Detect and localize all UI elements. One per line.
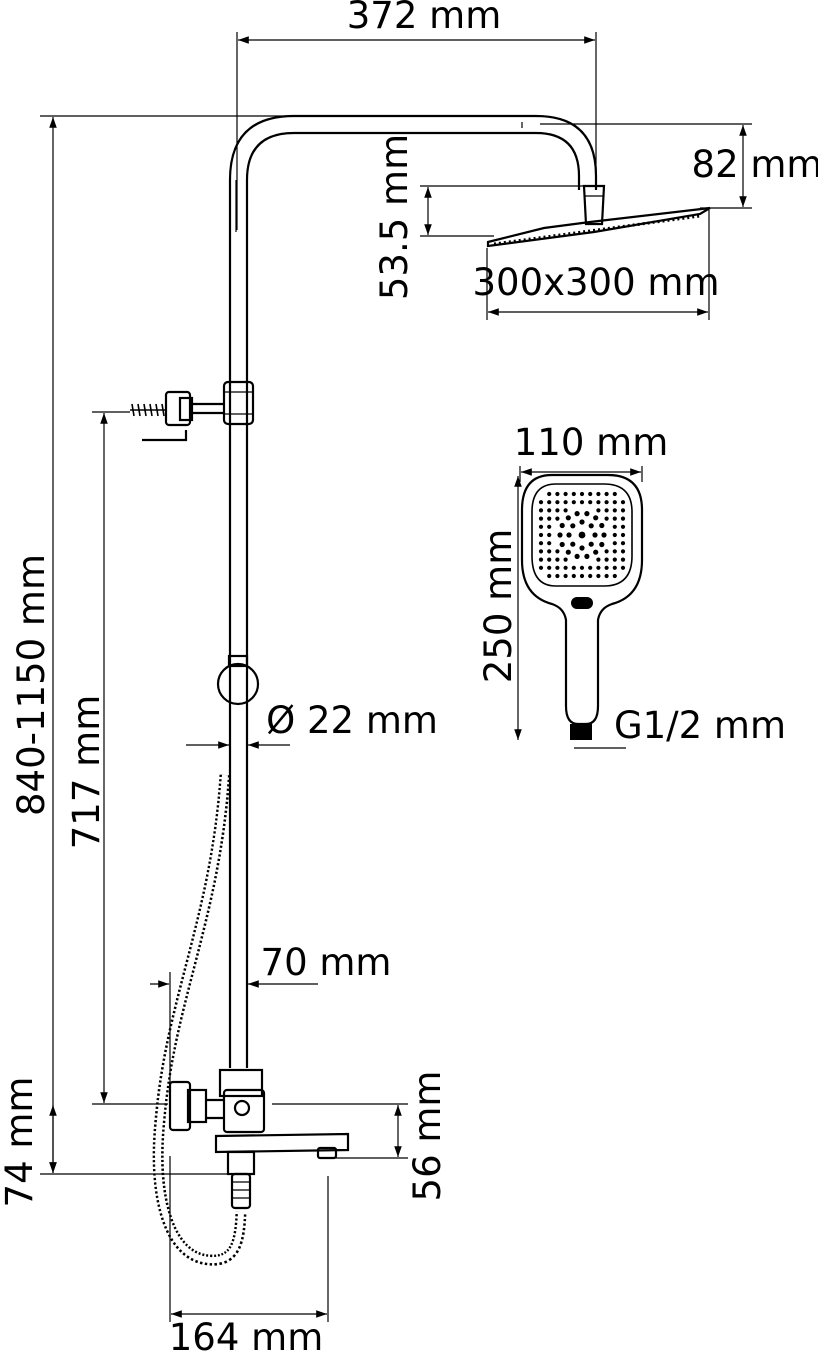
label-total-height: 840-1150 mm: [10, 554, 53, 816]
dimension-lines: [40, 32, 752, 1322]
wall-bracket: [130, 390, 224, 442]
label-head-depth: 53.5 mm: [373, 134, 416, 300]
mixer-body: [168, 1068, 350, 1210]
upper-collar: [222, 380, 255, 426]
hand-shower: [520, 473, 644, 740]
flexible-hose: [152, 774, 247, 1266]
mode-button: [571, 597, 593, 609]
label-bracket-height: 717 mm: [65, 695, 108, 849]
g12-thread: [570, 724, 592, 740]
label-connection: G1/2 mm: [614, 704, 786, 747]
label-head-size: 300x300 mm: [473, 261, 720, 304]
label-pipe-diameter: Ø 22 mm: [266, 699, 438, 742]
rain-shower-head: [486, 184, 711, 248]
label-hand-width: 110 mm: [514, 421, 668, 464]
holder-knob: [216, 662, 260, 706]
label-spout-length: 164 mm: [169, 1316, 323, 1353]
label-spout-height: 56 mm: [406, 1071, 449, 1202]
label-mixer-offset: 70 mm: [261, 941, 392, 984]
label-hand-height: 250 mm: [477, 529, 520, 683]
holder-cap: [227, 654, 249, 668]
label-arm-width: 372 mm: [347, 0, 501, 37]
label-head-height: 82 mm: [692, 143, 818, 186]
spray-nozzles: [538, 491, 626, 579]
label-mixer-height: 74 mm: [0, 1077, 41, 1208]
shower-column: [216, 114, 598, 1068]
